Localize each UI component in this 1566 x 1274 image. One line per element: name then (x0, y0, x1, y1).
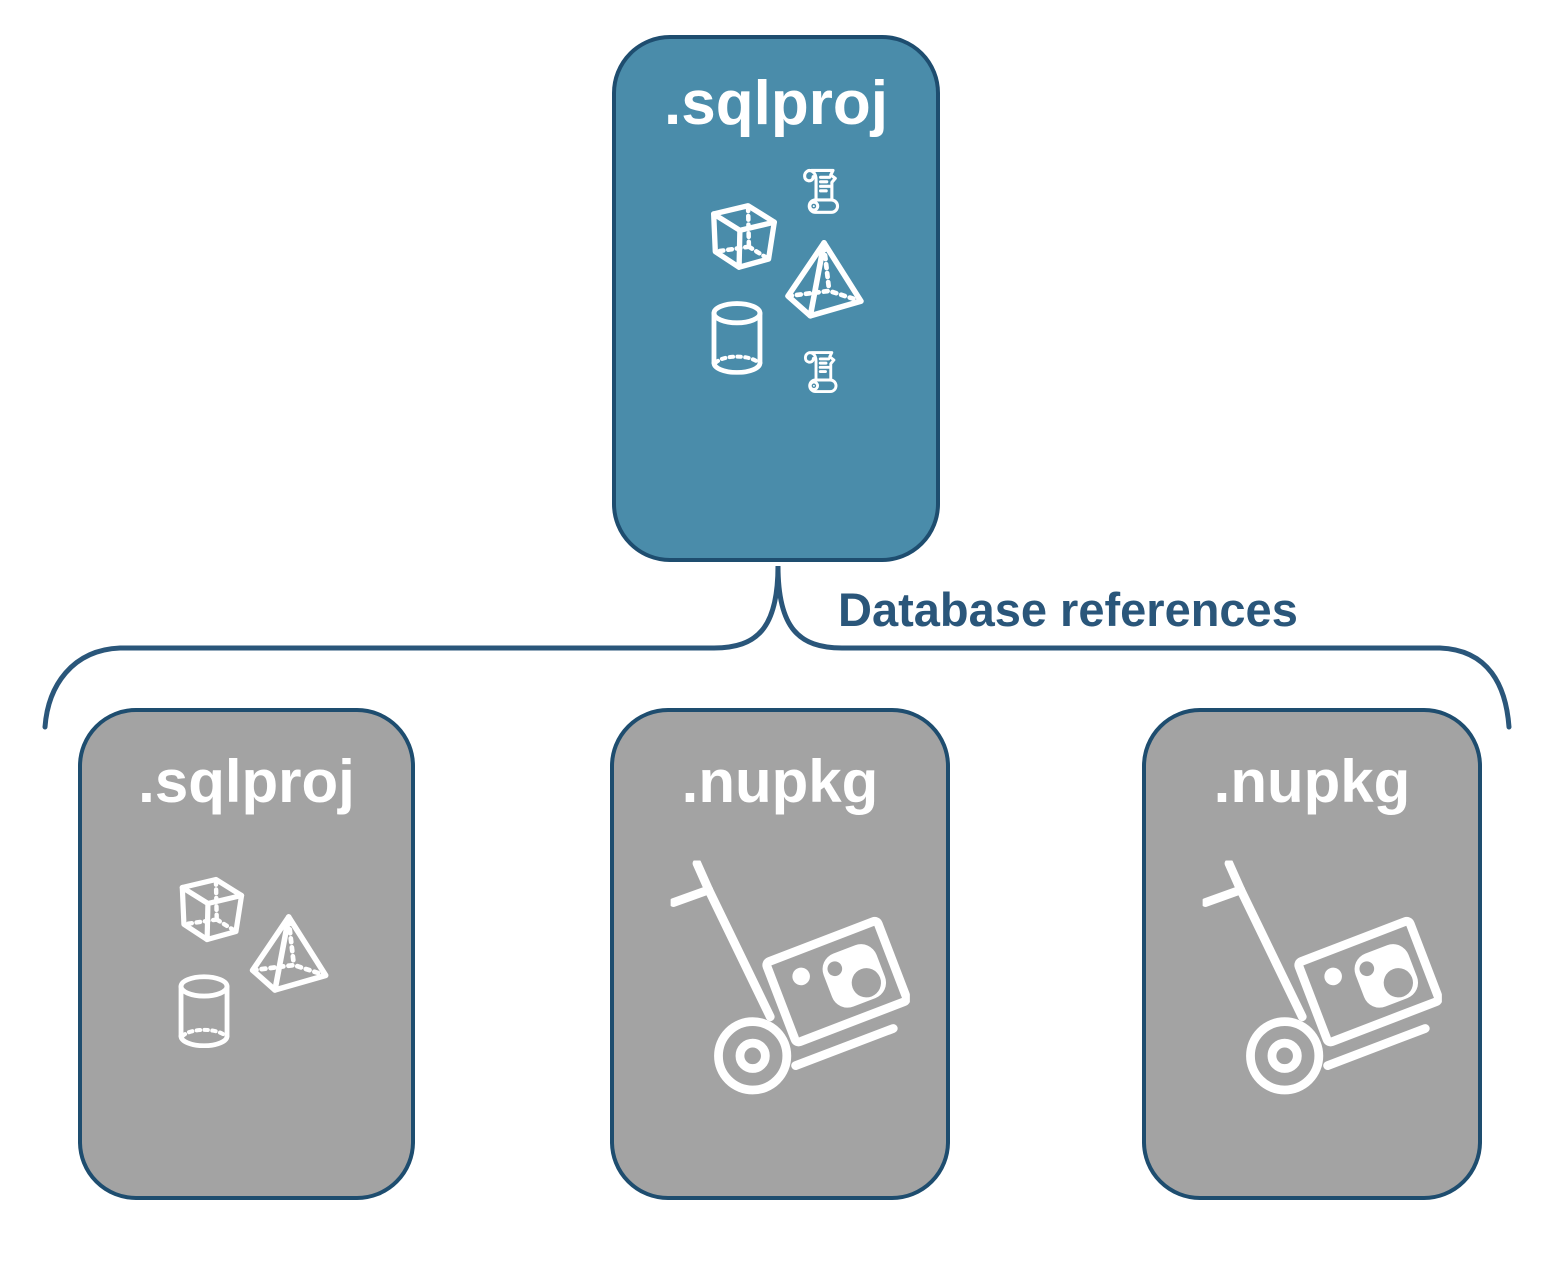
handtruck-package-icon (674, 863, 908, 1090)
child-card-title: .nupkg (1213, 748, 1411, 815)
root-card-title: .sqlproj (664, 69, 888, 138)
child-card-title: .nupkg (681, 748, 879, 815)
cylinder-icon (714, 304, 760, 373)
handtruck-package-icon (1206, 863, 1440, 1090)
child-card-nupkg-1: .nupkg (610, 708, 950, 1200)
child-card-icon-group (82, 842, 411, 1188)
child-card-sqlproj: .sqlproj (78, 708, 415, 1200)
cube-icon (182, 879, 241, 939)
root-card-sqlproj: .sqlproj (612, 35, 940, 562)
cylinder-icon (181, 977, 227, 1046)
connector-label: Database references (838, 583, 1298, 636)
pyramid-icon (253, 917, 326, 990)
root-card-icon-group (616, 168, 936, 394)
child-card-title: .sqlproj (138, 748, 355, 815)
child-card-icon-group (614, 842, 946, 1188)
cube-icon (714, 206, 775, 267)
child-card-icon-group (1146, 842, 1478, 1188)
pyramid-icon (788, 243, 861, 316)
child-card-nupkg-2: .nupkg (1142, 708, 1482, 1200)
scroll-icon (803, 351, 838, 394)
scroll-icon (803, 168, 840, 214)
